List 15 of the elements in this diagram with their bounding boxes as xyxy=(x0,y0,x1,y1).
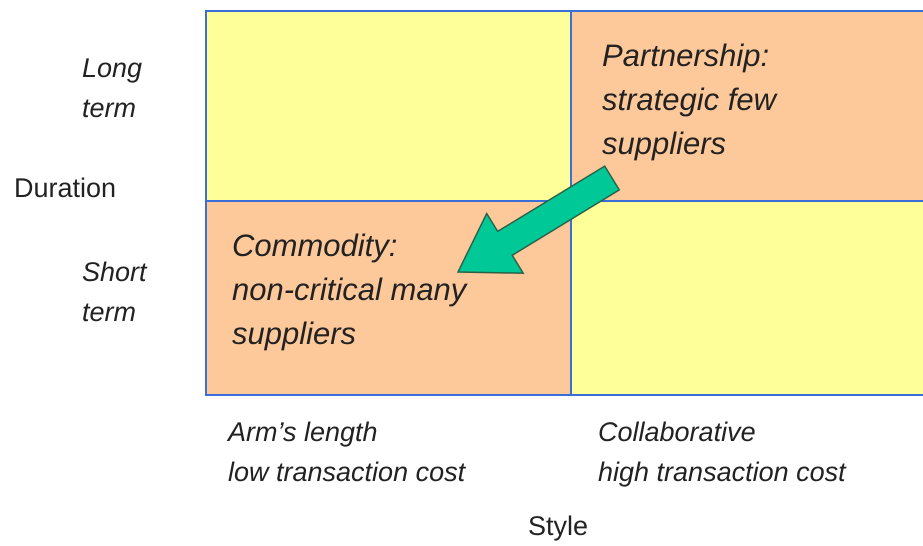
quadrant-text: Partnership: xyxy=(602,37,770,75)
axis-tick-label: Collaborative xyxy=(598,416,757,449)
quadrant-cell xyxy=(205,200,572,396)
axis-tick-label: Arm’s length xyxy=(228,416,379,449)
quadrant-cell xyxy=(570,10,923,202)
axis-tick-label: Short term xyxy=(82,256,148,329)
quadrant-text: non-critical many suppliers xyxy=(232,271,469,353)
quadrant-text: Commodity: xyxy=(232,227,398,265)
axis-tick-label: Long term xyxy=(82,52,144,125)
axis-tick-label: low transaction cost xyxy=(228,456,467,489)
axis-tick-label: high transaction cost xyxy=(598,456,848,489)
quadrant-text: strategic few suppliers xyxy=(602,81,778,163)
block-arrow xyxy=(456,165,620,274)
axis-title: Style xyxy=(528,510,590,543)
axis-title: Duration xyxy=(14,172,118,205)
